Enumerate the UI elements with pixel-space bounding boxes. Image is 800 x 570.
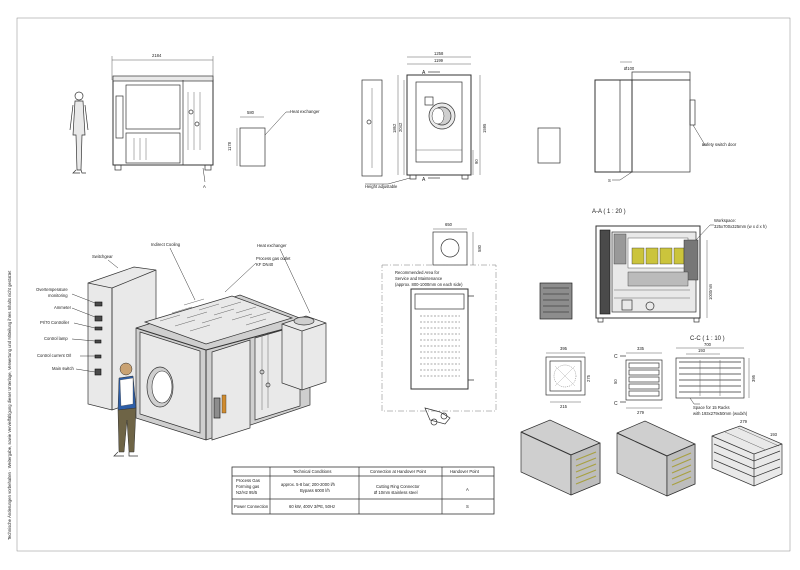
isometric-view: Switchgear Indirect Cooling Heat exchang… xyxy=(36,242,327,457)
table-header-conditions: Technical Conditions xyxy=(293,469,331,474)
cc-shelves xyxy=(628,362,660,397)
top-dim-650: 650 xyxy=(445,222,453,227)
svg-text:275: 275 xyxy=(586,374,591,382)
front-dim-width: 2184 xyxy=(152,53,162,58)
back-view: Ø100 Safety switch door S xyxy=(594,61,737,183)
back-dim-top: Ø100 xyxy=(624,66,635,71)
cc-dim-335: 335 xyxy=(637,346,645,351)
table-row1-conn1: Cutting Ring Connector xyxy=(376,484,420,489)
iso-controller-label: PI/70 Controller xyxy=(40,320,70,325)
section-aa-racks xyxy=(631,247,685,265)
recommended-line3: (approx. 800-1000mm on each side) xyxy=(395,282,463,287)
svg-text:1178: 1178 xyxy=(227,141,232,151)
section-aa: A-A ( 1 : 20 ) Workspace: 325x700x325mm … xyxy=(592,209,767,323)
height-adjustable-label: Height adjustable xyxy=(365,184,398,189)
safety-door-label: Safety switch door xyxy=(702,142,737,147)
iso-control-lamp-label: Control lamp xyxy=(44,336,68,341)
table-row2-point: S xyxy=(466,504,469,509)
iso-monitoring-label: monitoring xyxy=(48,293,68,298)
racks-space-line2: with 193x279x50mm (wxdxh) xyxy=(693,411,748,416)
section-cc-title: C-C ( 1 : 10 ) xyxy=(690,336,725,342)
side-dim-left2: 2042 xyxy=(398,122,403,132)
hx-label: Heat exchanger xyxy=(290,109,320,114)
cc-dim-700: 700 xyxy=(704,342,712,347)
cc-dim-279: 279 xyxy=(637,410,645,415)
iso-heat-exchanger-label: Heat exchanger xyxy=(257,243,287,248)
iso-main-switch-label: Main switch xyxy=(52,366,75,371)
side-label-a-top: A xyxy=(422,70,426,76)
section-aa-dim-1000: 1000mm xyxy=(708,283,713,300)
worker-figure xyxy=(113,362,138,457)
top-dim-580: 580 xyxy=(477,244,482,252)
small-box-mid xyxy=(537,127,561,164)
section-cc: C-C ( 1 : 10 ) 395 215 275 335 C 50 C 27… xyxy=(545,336,756,416)
iso-gas-outlet-label: Process gas outlet xyxy=(256,256,291,261)
table-row1-cond2: Bypass 6000 l/h xyxy=(300,488,330,493)
side-label-a-bottom: A xyxy=(422,177,426,183)
recommended-line1: Recommended Area for xyxy=(395,270,440,275)
sheet-border xyxy=(16,17,791,552)
rack-iso-1 xyxy=(520,419,601,496)
svg-text:193: 193 xyxy=(770,432,778,437)
cc-label-c-bottom: C xyxy=(614,401,618,407)
top-vents xyxy=(159,298,271,332)
table-row2-label: Power Connection xyxy=(234,504,269,509)
top-view-plan: 650 580 Recommended Area for Service and… xyxy=(381,222,497,426)
table-row1-cond1: approx. 5-8 bar; 200-2000 l/h xyxy=(281,482,336,487)
racks-space-line1: Space for 15 Racks xyxy=(693,405,730,410)
technical-table: Technical Conditions Connection at Hando… xyxy=(231,466,495,515)
cc-dim-395b: 395 xyxy=(751,374,756,382)
cc-dim-395a: 395 xyxy=(560,346,568,351)
plan-vents xyxy=(420,315,460,377)
cc-dim-193: 193 xyxy=(698,348,706,353)
workspace-label: Workspace: xyxy=(714,218,736,223)
rack-block-left xyxy=(539,282,573,320)
section-aa-title: A-A ( 1 : 20 ) xyxy=(592,209,626,215)
table-header-connection: Connection at Handover Point xyxy=(370,469,427,474)
rack-iso-stack: 279 193 xyxy=(711,419,783,487)
table-row1-label3: N2/H2 95/5 xyxy=(236,490,258,495)
workspace-dim-label: 325x700x325mm (w x d x h) xyxy=(714,224,767,229)
iso-indirect-cooling-label: Indirect Cooling xyxy=(151,242,181,247)
iso-ammeter-label: Ammeter xyxy=(54,305,72,310)
person-figure-front xyxy=(69,91,89,174)
table-row2-cond: 60 kW, 400V 3/PE, 50Hz xyxy=(289,504,335,509)
side-note: Technische Änderungen vorbehalten · Weit… xyxy=(7,270,12,540)
iso-overtemp-label: Overtemperature xyxy=(36,287,68,292)
cc-long-shelves xyxy=(679,360,741,396)
side-dim-bottom: 90 xyxy=(474,159,479,164)
table-row1-point: A xyxy=(466,487,469,492)
side-dim-right: 1595 xyxy=(482,123,487,133)
svg-text:50: 50 xyxy=(613,379,618,384)
table-row1-label1: Process Gas xyxy=(236,478,260,483)
heat-exchanger-small: 580 1178 Heat exchanger xyxy=(227,109,320,167)
table-row1-conn2: Ø 10mm stainless steel xyxy=(374,490,418,495)
back-label-s: S xyxy=(608,178,611,183)
side-dim-left: 1862 xyxy=(392,123,397,133)
iso-switchgear-label: Switchgear xyxy=(92,254,113,259)
side-view: 1258 1199 A 1862 2042 1595 90 A Height a… xyxy=(361,51,487,189)
side-dim-top2: 1199 xyxy=(434,58,444,63)
front-label-a: A xyxy=(203,184,206,189)
service-area-outline xyxy=(381,264,497,412)
table-row1-label2: Forming gas xyxy=(236,484,259,489)
iso-kf-label: KF DN40 xyxy=(256,262,274,267)
side-dim-top1: 1258 xyxy=(434,51,444,56)
front-view: 2184 A xyxy=(69,53,214,189)
svg-text:279: 279 xyxy=(740,419,748,424)
hx-dim: 580 xyxy=(247,110,255,115)
recommended-line2: Service and Maintenance xyxy=(395,276,443,281)
table-header-handover: Handover Point xyxy=(450,469,480,474)
cc-dim-215: 215 xyxy=(560,404,568,409)
cc-label-c-top: C xyxy=(614,354,618,360)
rack-iso-2 xyxy=(616,420,696,497)
iso-control-current-label: Control current O/I xyxy=(37,353,71,358)
